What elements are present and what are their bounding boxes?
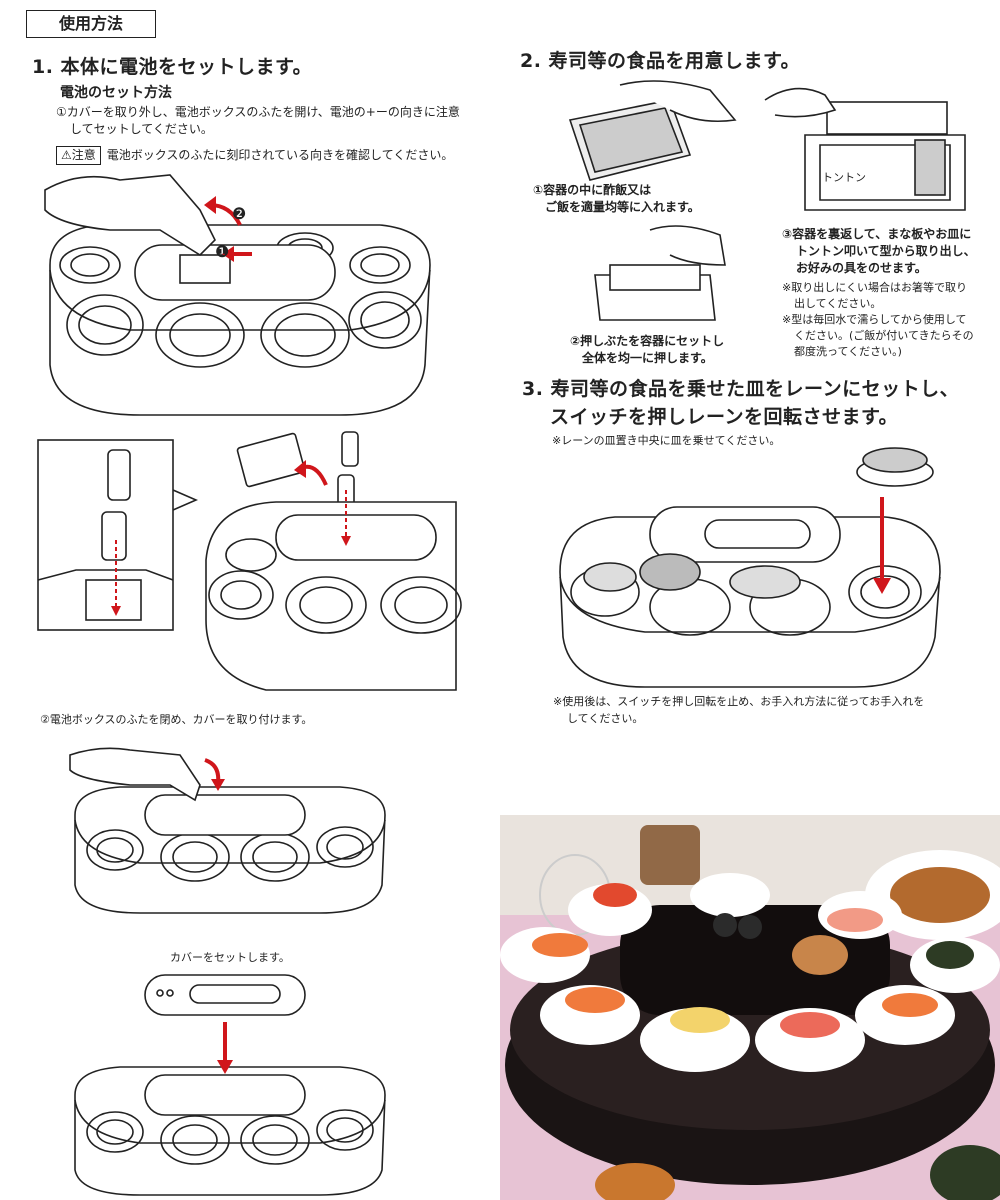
section-tag: 使用方法 bbox=[26, 10, 156, 38]
step2-cap2-line2: 全体を均一に押します。 bbox=[582, 351, 713, 365]
cover-caption: カバーをセットします。 bbox=[170, 951, 290, 964]
step2-note2-line1: ※型は毎回水で濡らしてから使用して bbox=[782, 313, 967, 326]
step2-cap1-line1: ①容器の中に酢飯又は bbox=[533, 183, 652, 197]
step2-cap2-line1: ②押しぶたを容器にセットし bbox=[570, 334, 725, 348]
caution-label: ⚠注意 bbox=[56, 146, 101, 165]
step3-after-line2: してください。 bbox=[567, 712, 644, 725]
caution-text: 電池ボックスのふたに刻印されている向きを確認してください。 bbox=[106, 148, 454, 162]
step1-subheading: 電池のセット方法 bbox=[60, 85, 172, 101]
step1-instruction-2: してセットしてください。 bbox=[70, 122, 213, 136]
illustration-lane-with-sushi bbox=[559, 447, 941, 688]
step2-cap3-line2: トントン叩いて型から取り出し、 bbox=[796, 244, 976, 258]
step2-cap1-line2: ご飯を適量均等に入れます。 bbox=[545, 200, 700, 214]
illustration-open-battery bbox=[44, 174, 431, 416]
step3-heading-line2: スイッチを押しレーンを回転させます。 bbox=[550, 406, 899, 428]
illustration-tap-out bbox=[764, 87, 966, 211]
step2-note1-line1: ※取り出しにくい場合はお箸等で取り bbox=[782, 281, 967, 294]
illustration-close-battery bbox=[69, 747, 386, 914]
step3-heading-line1: 3. 寿司等の食品を乗せた皿をレーンにセットし、 bbox=[522, 378, 960, 400]
step3-after-line1: ※使用後は、スイッチを押し回転を止め、お手入れ方法に従ってお手入れを bbox=[553, 695, 925, 708]
marker-1: ❶ bbox=[215, 242, 230, 261]
step2-cap3-line3: お好みの具をのせます。 bbox=[796, 261, 927, 275]
step2-cap3-line1: ③容器を裏返して、まな板やお皿に bbox=[782, 227, 972, 241]
marker-2: ❷ bbox=[232, 204, 247, 223]
step2-note2-line3: 都度洗ってください。) bbox=[794, 345, 902, 358]
step2-note1-line2: 出してください。 bbox=[794, 297, 882, 310]
tonton-label: トントン bbox=[822, 171, 866, 184]
step1-instruction-1: ①カバーを取り外し、電池ボックスのふたを開け、電池の+ーの向きに注意 bbox=[56, 105, 460, 119]
photo-scene bbox=[500, 815, 1000, 1200]
step2-note2-line2: ください。(ご飯が付いてきたらその bbox=[794, 329, 974, 342]
step3-note: ※レーンの皿置き中央に皿を乗せてください。 bbox=[552, 434, 781, 447]
illustration-press-lid bbox=[594, 225, 726, 321]
close-instruction: ②電池ボックスのふたを閉め、カバーを取り付けます。 bbox=[40, 713, 313, 726]
illustration-fill-rice bbox=[568, 80, 737, 181]
illustration-set-cover bbox=[74, 974, 386, 1196]
product-photo bbox=[500, 815, 1000, 1200]
illustration-insert-battery bbox=[37, 431, 462, 691]
caution-row: ⚠注意電池ボックスのふたに刻印されている向きを確認してください。 bbox=[56, 146, 453, 165]
step1-heading: 1. 本体に電池をセットします。 bbox=[32, 56, 313, 78]
step2-heading: 2. 寿司等の食品を用意します。 bbox=[520, 50, 801, 72]
